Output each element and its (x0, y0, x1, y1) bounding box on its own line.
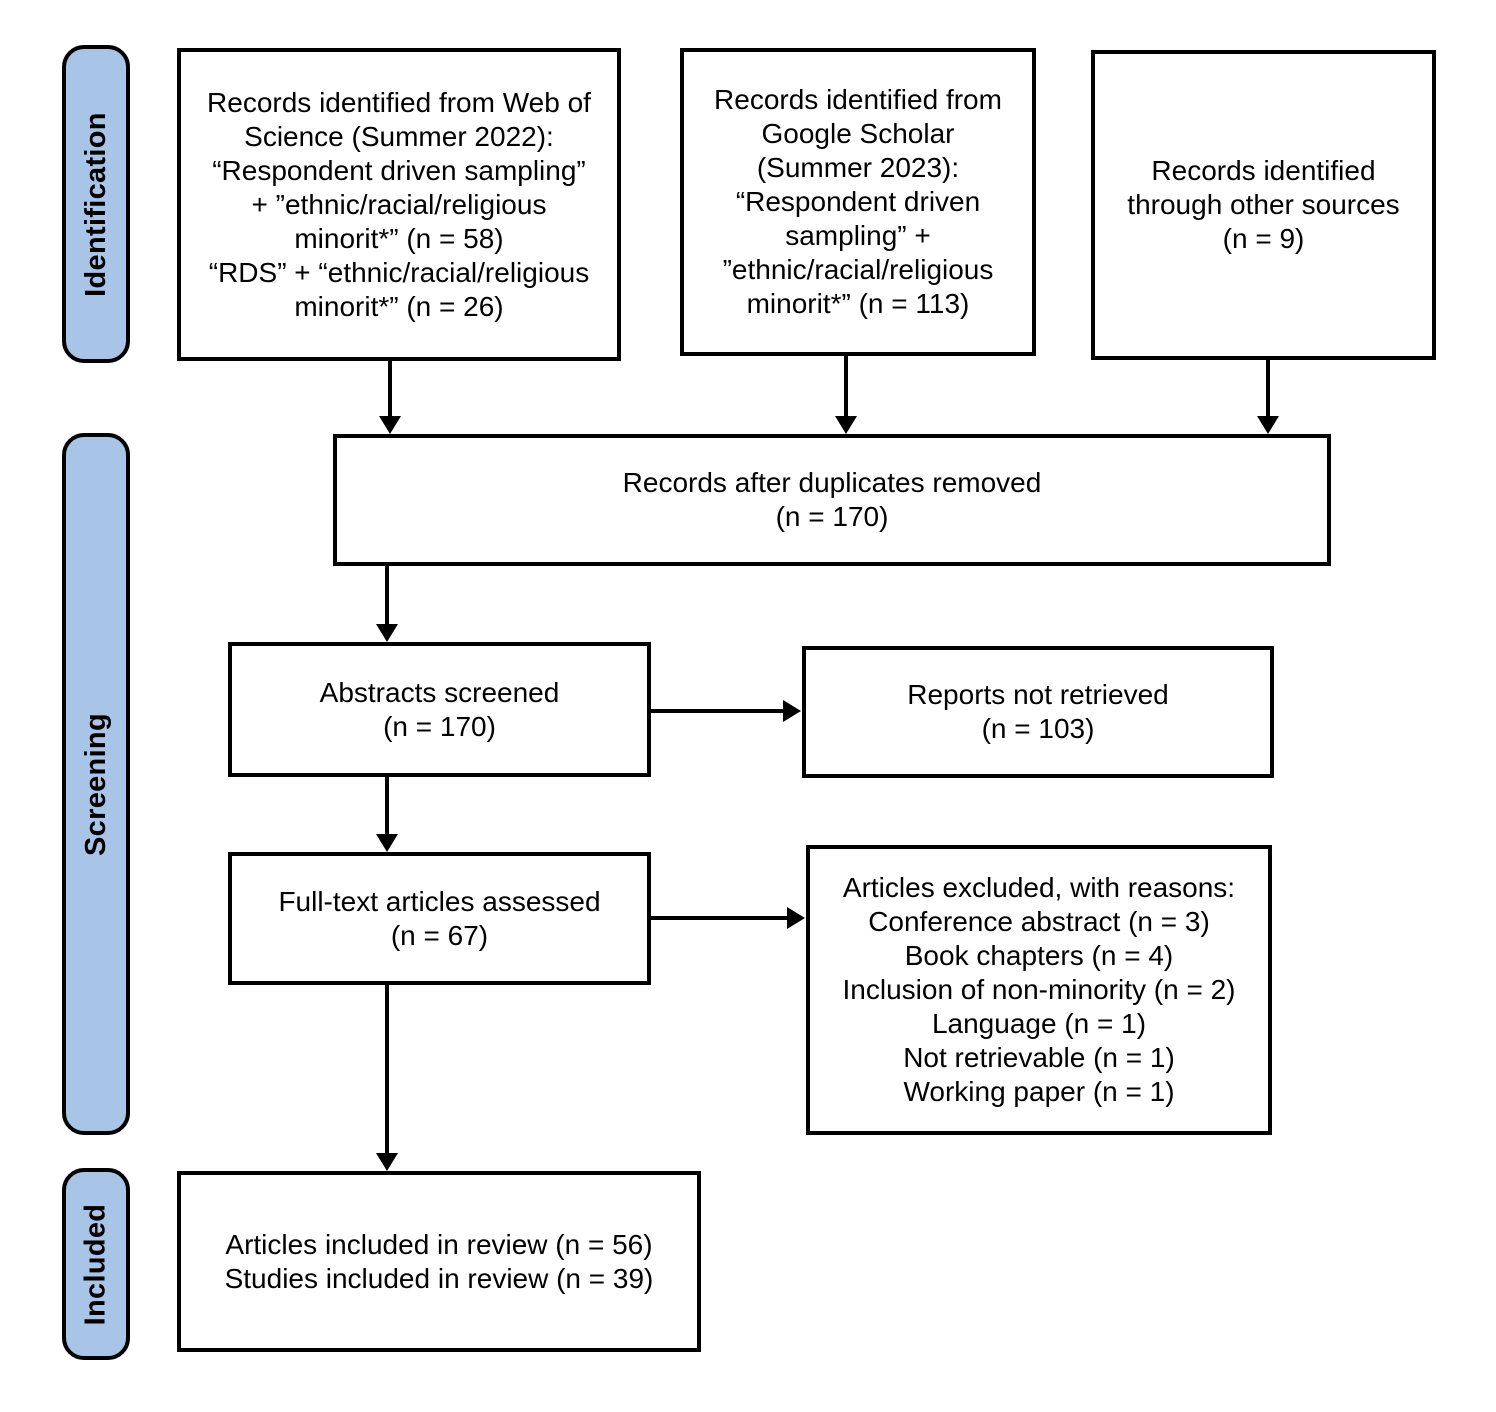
box-duplicates-removed: Records after duplicates removed (n = 17… (333, 434, 1331, 566)
box-records-google-scholar-text: Records identified from Google Scholar (… (714, 84, 1002, 319)
box-records-google-scholar: Records identified from Google Scholar (… (680, 48, 1036, 356)
stage-tab-included: Included (62, 1168, 130, 1360)
stage-tab-screening: Screening (62, 433, 130, 1135)
box-duplicates-removed-text: Records after duplicates removed (n = 17… (622, 467, 1042, 532)
box-reports-not-retrieved-text: Reports not retrieved (n = 103) (907, 679, 1169, 744)
box-records-other-sources-text: Records identified through other sources… (1127, 155, 1400, 254)
arrow-other-sources-to-duplicates (1257, 360, 1279, 434)
box-included-in-review-text: Articles included in review (n = 56) Stu… (224, 1228, 654, 1294)
box-abstracts-screened: Abstracts screened (n = 170) (228, 642, 651, 777)
box-records-other-sources: Records identified through other sources… (1091, 50, 1436, 360)
box-articles-excluded: Articles excluded, with reasons: Confere… (806, 845, 1272, 1135)
box-included-in-review: Articles included in review (n = 56) Stu… (177, 1171, 701, 1352)
arrow-duplicates-to-abstracts (376, 566, 398, 642)
box-records-web-of-science-text: Records identified from Web of Science (… (207, 86, 591, 322)
arrow-google-scholar-to-duplicates (835, 356, 857, 434)
box-records-web-of-science: Records identified from Web of Science (… (177, 48, 621, 361)
stage-tab-identification: Identification (62, 45, 130, 363)
box-full-text-assessed-text: Full-text articles assessed (n = 67) (278, 885, 601, 951)
box-articles-excluded-text: Articles excluded, with reasons: Confere… (842, 872, 1236, 1107)
arrow-wos-to-duplicates (379, 361, 401, 434)
arrow-abstracts-to-fulltext (376, 777, 398, 852)
arrow-fulltext-to-included (376, 985, 398, 1171)
stage-label-included: Included (79, 1203, 112, 1325)
arrow-abstracts-to-reports-not-retrieved (651, 700, 801, 722)
stage-label-identification: Identification (79, 111, 112, 297)
box-full-text-assessed: Full-text articles assessed (n = 67) (228, 852, 651, 985)
box-reports-not-retrieved: Reports not retrieved (n = 103) (802, 646, 1274, 778)
box-abstracts-screened-text: Abstracts screened (n = 170) (319, 676, 560, 742)
stage-label-screening: Screening (79, 712, 112, 856)
arrow-fulltext-to-excluded (651, 907, 805, 929)
